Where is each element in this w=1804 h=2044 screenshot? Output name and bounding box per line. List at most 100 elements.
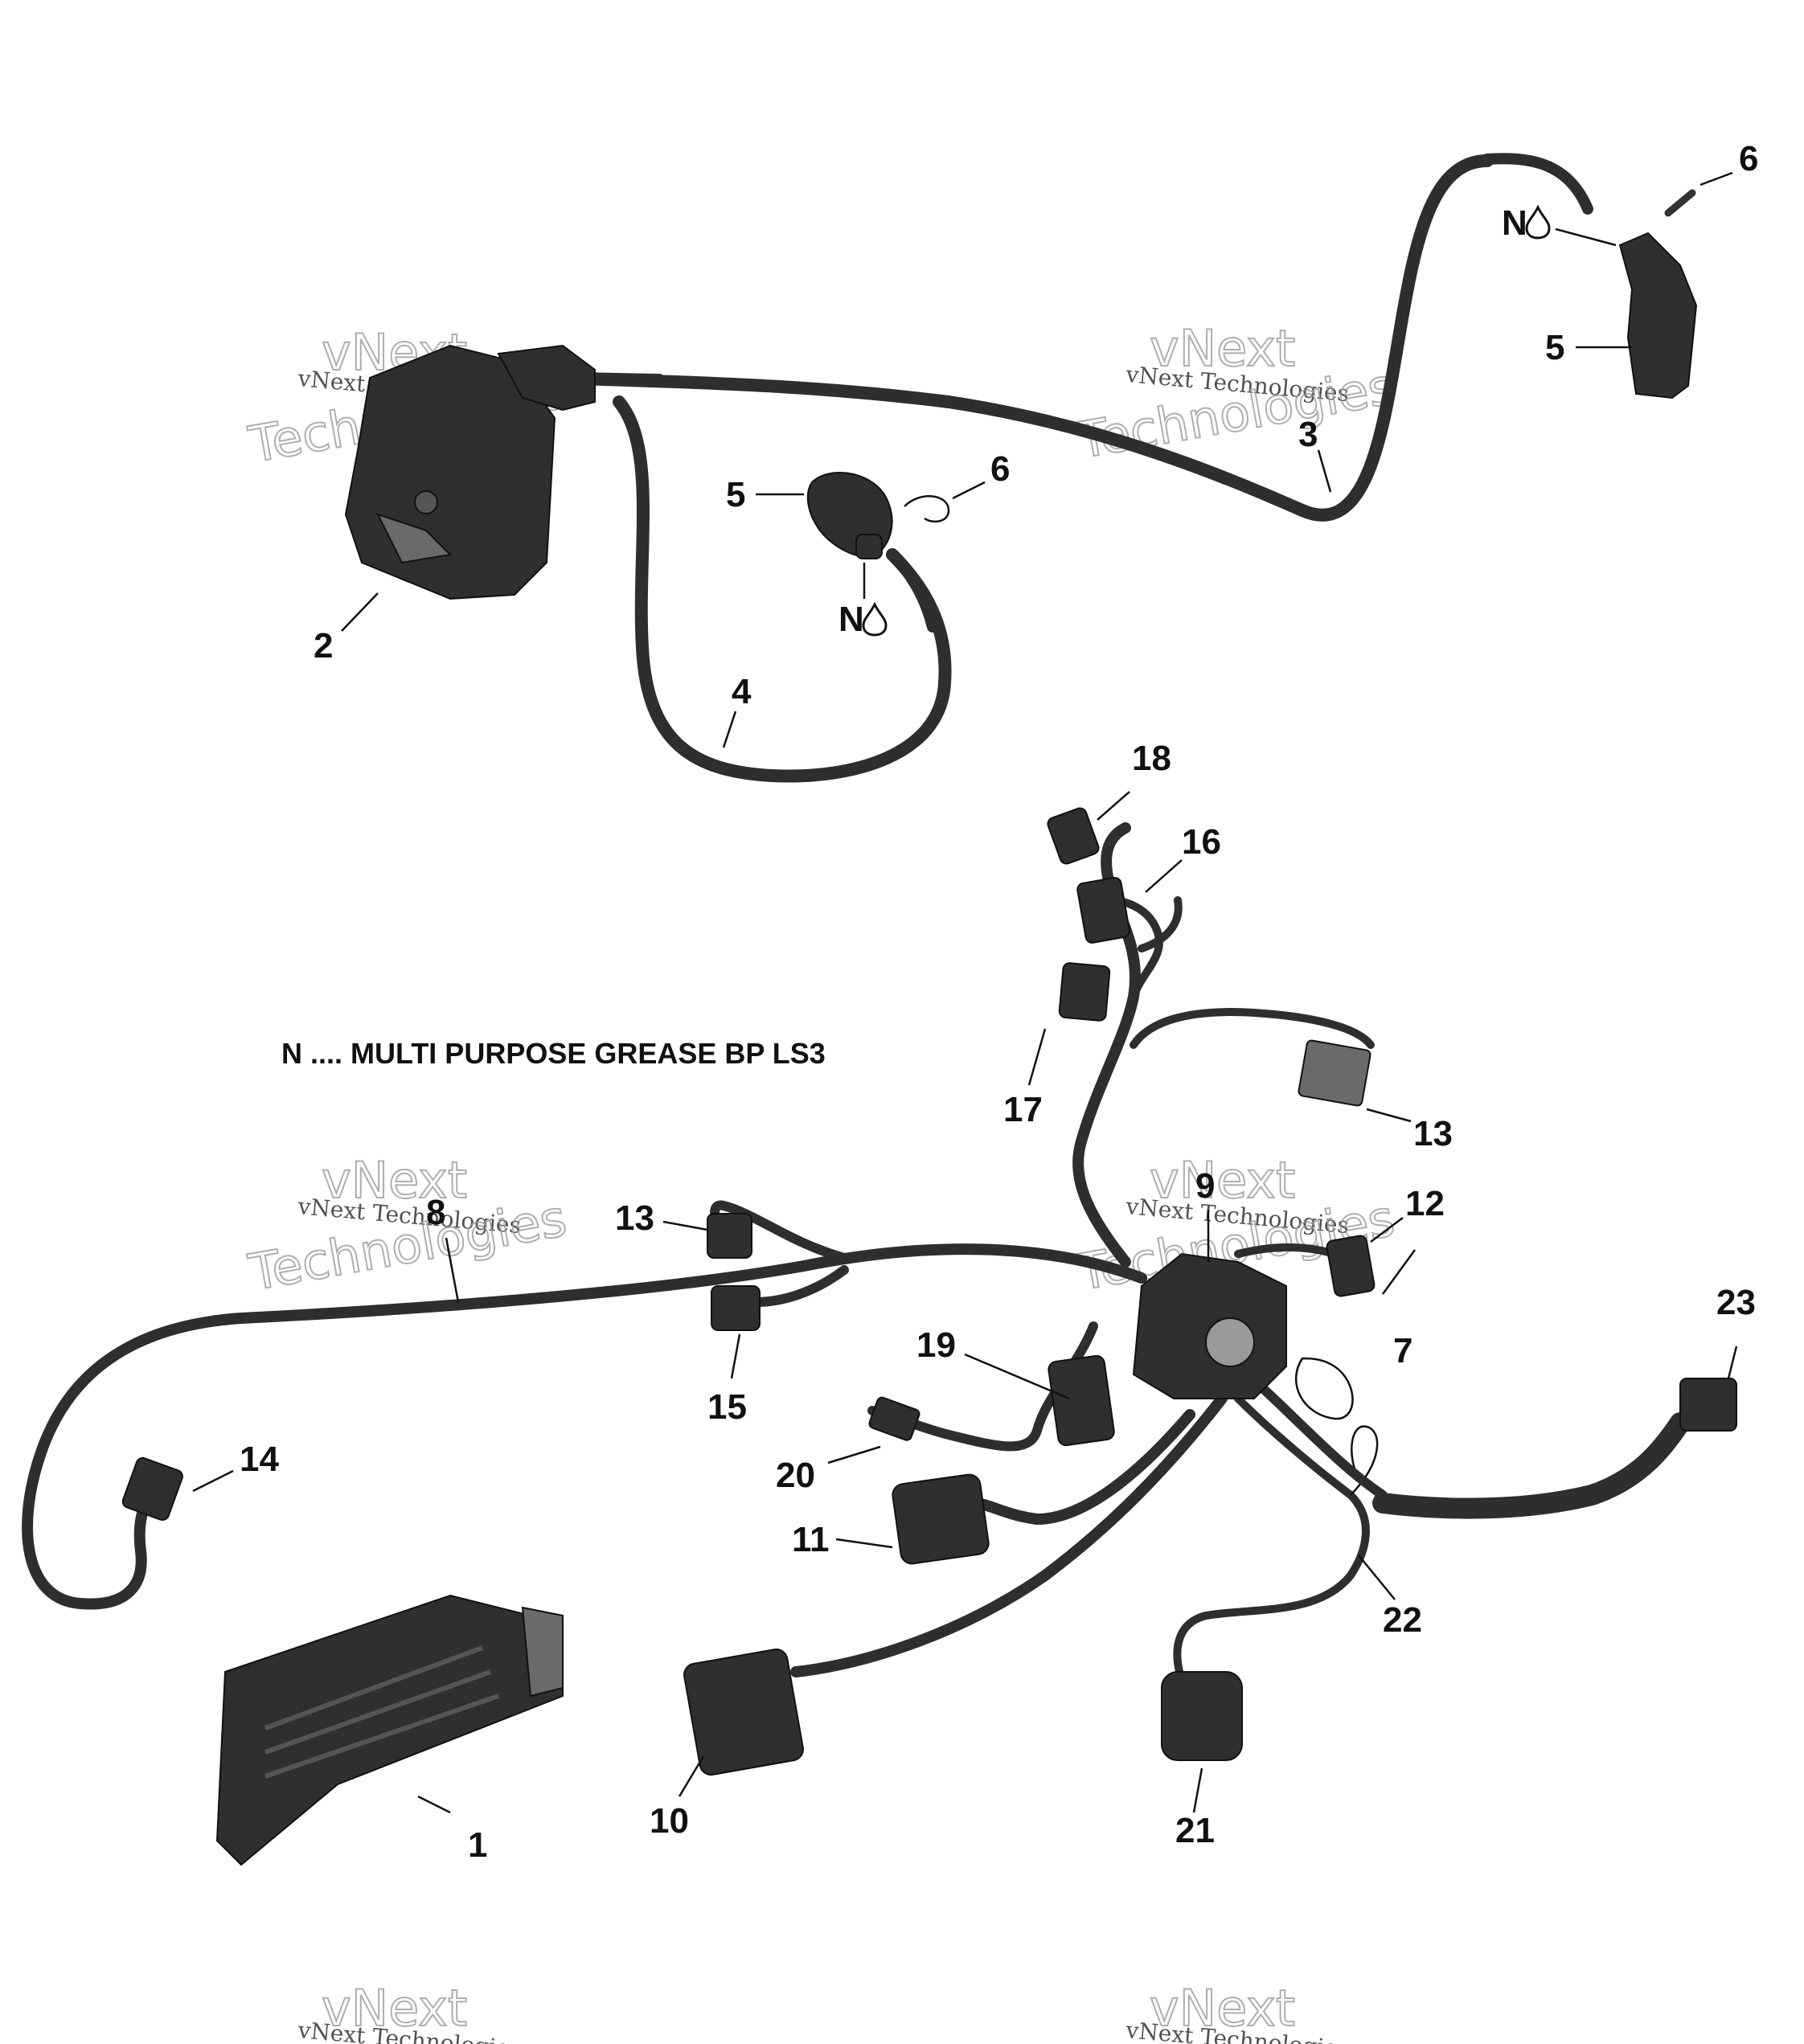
connector-17 (1058, 962, 1111, 1022)
callout-22: 22 (1383, 1600, 1422, 1640)
leader-6a (952, 481, 986, 500)
callout-4: 4 (732, 672, 752, 711)
connector-16 (1076, 876, 1130, 944)
retaining-screw-right (1664, 189, 1696, 217)
ecm-body (215, 1594, 564, 1866)
callout-5-right: 5 (1545, 328, 1564, 367)
watermark-big-top: vNext (1150, 319, 1295, 378)
spark-plug-cap-body (1618, 231, 1698, 399)
ignition-lead-3-end (1482, 153, 1593, 215)
connector-11 (892, 1473, 990, 1565)
callout-labels: 1 2 3 4 5 5 6 6 7 8 9 10 11 12 13 13 14 … (240, 139, 1758, 1865)
connector-23 (1679, 1378, 1737, 1432)
grease-drop-icon (862, 601, 888, 637)
grease-marker-letter: N (838, 600, 864, 639)
watermark-big-top: vNext (322, 1979, 467, 2038)
grease-marker-middle: N (838, 600, 888, 639)
watermark-3: vNext vNext Technologies Technologies (244, 1150, 572, 1303)
callout-15: 15 (707, 1387, 747, 1427)
harness-branch-11 (967, 1409, 1195, 1525)
leader-13b (1366, 1108, 1412, 1123)
leader-11 (835, 1538, 893, 1549)
connector-10 (683, 1648, 804, 1776)
ignition-coil-assembly (344, 153, 1698, 783)
callout-23: 23 (1716, 1283, 1756, 1322)
grease-marker-right: N (1502, 203, 1551, 243)
watermark-big-top: vNext (1150, 1151, 1295, 1210)
harness-branch-12 (1234, 1243, 1339, 1258)
connector-15 (711, 1285, 761, 1331)
leader-n-right (1555, 227, 1617, 247)
callout-18: 18 (1132, 739, 1171, 778)
retaining-clip-middle (904, 495, 950, 523)
connector-19 (1048, 1354, 1115, 1447)
watermark-big-top: vNext (1150, 1979, 1295, 2038)
connector-12 (1326, 1235, 1376, 1297)
leader-15 (730, 1333, 741, 1379)
connector-13-left (707, 1213, 752, 1259)
spark-plug-cap-middle (806, 472, 893, 559)
callout-8: 8 (426, 1193, 445, 1232)
leader-6b (1699, 171, 1733, 186)
leader-8 (445, 1237, 460, 1303)
junction-box-terminal (1205, 1317, 1255, 1367)
leader-20 (827, 1445, 881, 1464)
leader-4 (722, 711, 737, 748)
callout-16: 16 (1182, 822, 1221, 862)
watermark-2: vNext vNext Technologies Technologies (1072, 318, 1400, 471)
grease-marker-letter: N (1502, 203, 1527, 243)
callout-20: 20 (776, 1456, 815, 1495)
ignition-coil (344, 344, 596, 600)
callout-13-left: 13 (615, 1198, 654, 1238)
leader-22 (1358, 1555, 1396, 1600)
callout-1: 1 (468, 1825, 487, 1865)
electronic-control-module (215, 1594, 564, 1866)
leader-lines (192, 171, 1738, 1814)
connector-14 (121, 1456, 183, 1522)
connector-13-right (1298, 1039, 1371, 1107)
leader-3 (1317, 449, 1332, 493)
leader-18 (1097, 791, 1130, 821)
connector-20 (868, 1396, 920, 1441)
connector-21 (1161, 1671, 1243, 1761)
connector-18 (1047, 807, 1100, 865)
leader-2 (341, 592, 379, 632)
harness-branch-10 (790, 1393, 1228, 1677)
callout-17: 17 (1003, 1090, 1043, 1129)
callout-6-right: 6 (1739, 139, 1758, 178)
cable-tie-7 (1294, 1357, 1354, 1420)
retaining-screw-body (1664, 189, 1696, 217)
leader-23 (1727, 1346, 1738, 1379)
callout-5-middle: 5 (726, 475, 745, 514)
callout-13-right: 13 (1413, 1114, 1453, 1153)
leader-14 (192, 1469, 234, 1493)
spark-plug-cap-neck (855, 534, 883, 559)
callout-12: 12 (1405, 1184, 1445, 1223)
harness-branch-21-22 (1173, 1395, 1370, 1684)
leader-1 (417, 1795, 451, 1814)
callout-9: 9 (1195, 1166, 1215, 1206)
ecm-connector (521, 1606, 564, 1698)
ignition-coil-terminal (376, 513, 453, 564)
main-wiring-harness (22, 807, 1737, 1776)
junction-box-body (1132, 1252, 1287, 1399)
spark-plug-cap-right (1618, 231, 1698, 399)
callout-10: 10 (650, 1801, 689, 1841)
callout-6-middle: 6 (990, 449, 1010, 489)
harness-branch-23 (1372, 1412, 1691, 1519)
callout-14: 14 (240, 1440, 279, 1479)
ignition-coil-bolt (414, 490, 438, 514)
callout-2: 2 (314, 626, 333, 666)
ignition-lead-4 (613, 395, 952, 783)
harness-branch-16 (1138, 896, 1183, 952)
leader-12 (1370, 1217, 1404, 1243)
callout-21: 21 (1175, 1811, 1215, 1850)
leader-21 (1192, 1768, 1203, 1813)
harness-trunk-upper (1072, 822, 1141, 1268)
grease-drop-icon (1525, 204, 1551, 240)
callout-7: 7 (1393, 1331, 1412, 1370)
grease-legend: N .... MULTI PURPOSE GREASE BP LS3 (281, 1037, 826, 1070)
harness-branch-17 (1105, 896, 1163, 1001)
ground-wire-loop (1350, 1425, 1379, 1496)
